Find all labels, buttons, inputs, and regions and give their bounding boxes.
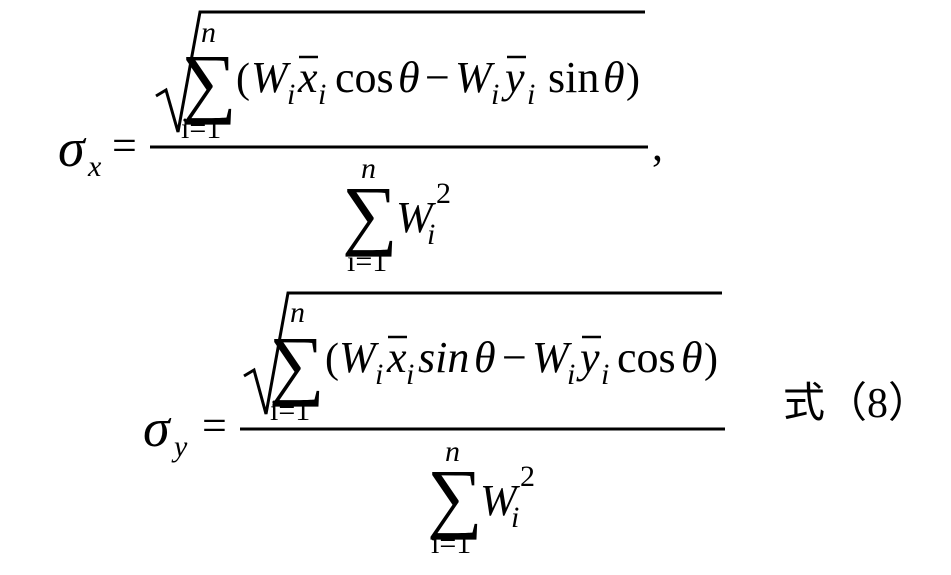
eq2-xbar: x	[386, 333, 407, 382]
eq1-den-sum-lower: i=1	[347, 245, 387, 278]
eq1-xbar: x	[297, 53, 318, 102]
eq1-num-sum-upper: n	[201, 16, 216, 49]
eq2-w2-sub: i	[567, 358, 575, 391]
eq1-den-sum-upper: n	[361, 152, 376, 185]
eq2-theta1: θ	[474, 333, 496, 382]
equation-number-label: 式（8）	[783, 381, 930, 427]
eq1-sigma-sub: x	[87, 150, 102, 183]
eq1-ybar: y	[501, 53, 525, 102]
eq2-sigma: σ	[143, 398, 172, 458]
eq1-comma: ,	[652, 121, 663, 170]
eq1-minus: −	[425, 53, 450, 102]
eq1-num-sum-lower: i=1	[181, 112, 221, 145]
eq2-ybar-sub: i	[601, 358, 609, 391]
eq1-radical	[155, 10, 645, 133]
eq2-den-sum-symbol: ∑	[427, 453, 483, 540]
eq2-close-paren: )	[704, 336, 718, 382]
eq1-xbar-sub: i	[318, 78, 326, 111]
eq1-num-sum-symbol: ∑	[181, 38, 237, 125]
eq2-xbar-sub: i	[406, 358, 414, 391]
eq1-ybar-sub: i	[527, 78, 535, 111]
eq2-w2: W	[532, 333, 572, 382]
eq1-equals: =	[112, 121, 137, 170]
eq2-minus: −	[502, 333, 527, 382]
eq2-sigma-sub: y	[171, 430, 188, 463]
eq1-w1-sub: i	[287, 78, 295, 111]
eq1-cos: cos	[335, 53, 394, 102]
eq2-cos: cos	[617, 333, 676, 382]
eq2-open-paren: (	[325, 336, 339, 382]
equation-sigma-x: σ x = n ∑ i=1 ( W i x i cos θ − W i y i …	[58, 10, 663, 278]
eq2-num-sum-upper: n	[290, 296, 305, 329]
equation-sigma-y: σ y = n ∑ i=1 ( W i x i sin θ − W i y i …	[143, 291, 725, 560]
eq2-den-w-exp: 2	[520, 460, 535, 493]
eq1-w2: W	[455, 53, 495, 102]
eq2-theta2: θ	[681, 333, 703, 382]
eq1-theta1: θ	[398, 53, 420, 102]
eq2-den-sum-upper: n	[445, 435, 460, 468]
eq1-w2-sub: i	[491, 78, 499, 111]
eq2-num-sum-lower: i=1	[270, 394, 310, 427]
eq1-close-paren: )	[626, 56, 640, 102]
eq1-den-w-exp: 2	[436, 177, 451, 210]
eq2-sin-italic: sin	[418, 333, 469, 382]
eq1-w1: W	[251, 53, 291, 102]
eq1-theta2: θ	[603, 53, 625, 102]
eq1-den-w-sub: i	[427, 218, 435, 251]
eq1-den-sum-symbol: ∑	[342, 170, 398, 257]
eq1-sin: sin	[548, 53, 599, 102]
eq1-sigma: σ	[58, 118, 87, 178]
eq2-den-w: W	[480, 476, 520, 525]
eq1-open-paren: (	[236, 56, 250, 102]
eq2-den-sum-lower: i=1	[431, 527, 471, 560]
eq2-ybar: y	[576, 333, 600, 382]
eq2-num-sum-symbol: ∑	[269, 320, 325, 407]
eq2-w1: W	[339, 333, 379, 382]
eq2-w1-sub: i	[375, 358, 383, 391]
eq2-radical	[243, 291, 722, 415]
eq1-den-w: W	[396, 193, 436, 242]
eq2-equals: =	[202, 401, 227, 450]
eq2-den-w-sub: i	[511, 501, 519, 534]
